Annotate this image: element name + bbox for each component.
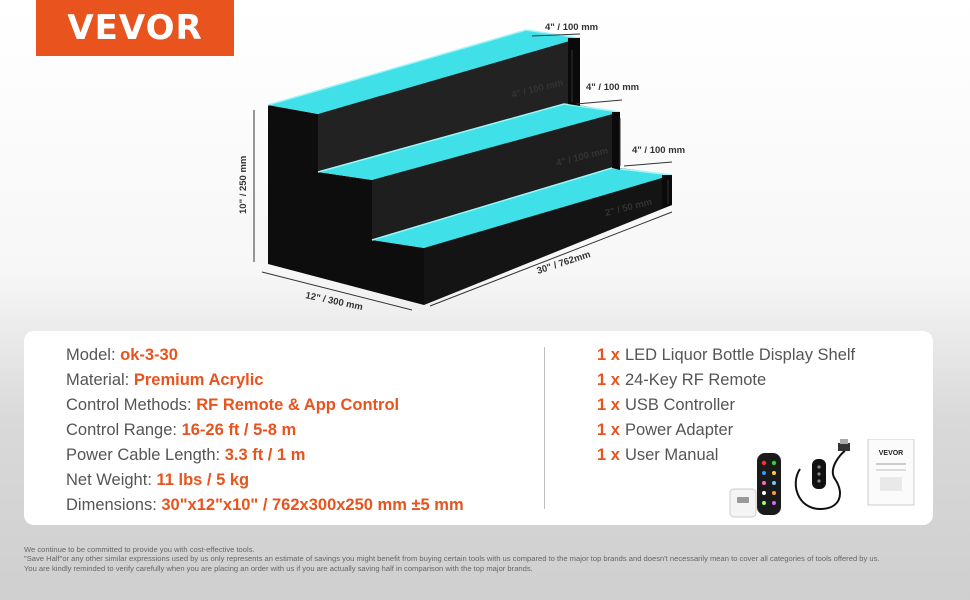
logo-text: VEVOR (67, 8, 203, 48)
spec-card: Model: ok-3-30 Material: Premium Acrylic… (24, 331, 933, 525)
spec-value: 16-26 ft / 5-8 m (181, 421, 297, 439)
spec-value: Premium Acrylic (133, 371, 264, 389)
product-illustration: 4" / 100 mm 4" / 100 mm 4" / 100 mm 4" /… (238, 22, 685, 313)
dimension-lines (253, 33, 673, 311)
spec-label: Model: (66, 346, 121, 364)
spec-list: Model: ok-3-30 Material: Premium Acrylic… (66, 343, 464, 518)
accessories-image: VEVOR (729, 439, 915, 518)
spec-dimensions: Dimensions: 30"x12"x10" / 762x300x250 mm… (66, 493, 464, 518)
spec-label: Net Weight: (66, 471, 157, 489)
dim-depth: 12" / 300 mm (304, 290, 363, 313)
spec-value: 3.3 ft / 1 m (224, 446, 306, 464)
usb-controller-icon (794, 439, 850, 511)
user-manual-icon: VEVOR (867, 439, 915, 506)
dim-low-depth: 4" / 100 mm (632, 145, 685, 156)
spec-label: Dimensions: (66, 496, 162, 514)
dim-top-depth: 4" / 100 mm (545, 22, 598, 33)
vevor-logo: VEVOR (36, 0, 234, 56)
spec-value: ok-3-30 (120, 346, 178, 364)
dim-mid-depth: 4" / 100 mm (586, 82, 639, 93)
disclaimer-line: You are kindly reminded to verify carefu… (24, 563, 533, 573)
shelf-body (267, 29, 673, 305)
dim-height: 10" / 250 mm (238, 156, 249, 214)
spec-value: RF Remote & App Control (196, 396, 400, 414)
spec-model: Model: ok-3-30 (66, 343, 464, 368)
disclaimer: We continue to be committed to provide y… (24, 545, 954, 573)
spec-label: Power Cable Length: (66, 446, 225, 464)
spec-label: Control Range: (66, 421, 182, 439)
disclaimer-line: "Save Half"or any other similar expressi… (24, 554, 880, 564)
remote-icon (757, 453, 781, 515)
spec-label: Control Methods: (66, 396, 197, 414)
card-divider (544, 347, 545, 509)
spec-cable-length: Power Cable Length: 3.3 ft / 1 m (66, 443, 464, 468)
spec-control-methods: Control Methods: RF Remote & App Control (66, 393, 464, 418)
spec-value: 30"x12"x10" / 762x300x250 mm ±5 mm (161, 496, 464, 514)
power-adapter-icon (729, 488, 757, 518)
spec-control-range: Control Range: 16-26 ft / 5-8 m (66, 418, 464, 443)
manual-brand-text: VEVOR (879, 450, 904, 457)
spec-label: Material: (66, 371, 134, 389)
spec-value: 11 lbs / 5 kg (156, 471, 250, 489)
spec-net-weight: Net Weight: 11 lbs / 5 kg (66, 468, 464, 493)
disclaimer-line: We continue to be committed to provide y… (24, 545, 255, 554)
spec-material: Material: Premium Acrylic (66, 368, 464, 393)
